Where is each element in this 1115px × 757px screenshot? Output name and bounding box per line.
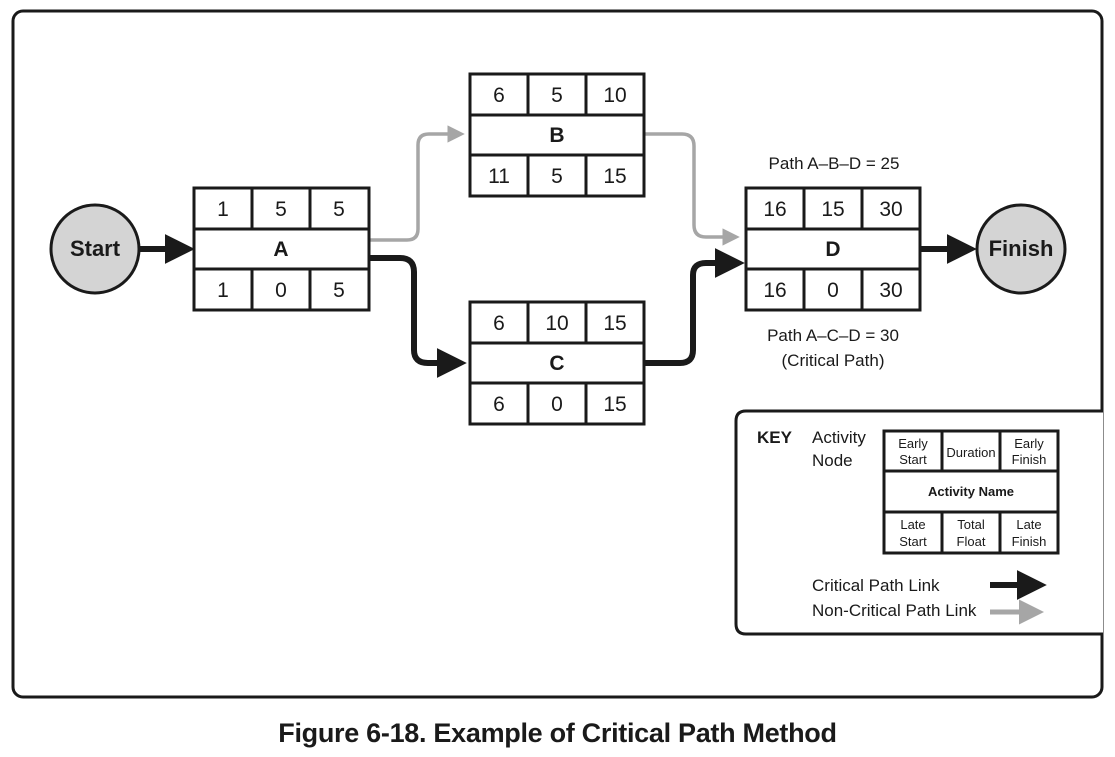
key-late-finish-line1: Late bbox=[1016, 517, 1041, 532]
finish-node: Finish bbox=[975, 203, 1067, 295]
node-c-duration: 10 bbox=[545, 312, 568, 335]
critical-path-note: (Critical Path) bbox=[782, 351, 885, 370]
node-a-early-finish: 5 bbox=[333, 198, 345, 221]
link-b-d bbox=[644, 132, 740, 246]
node-d-duration: 15 bbox=[821, 198, 844, 221]
key-total-float-line1: Total bbox=[957, 517, 985, 532]
key-late-start-line1: Late bbox=[900, 517, 925, 532]
node-d-early-finish: 30 bbox=[879, 198, 902, 221]
link-a-b bbox=[369, 125, 465, 242]
link-c-d bbox=[644, 248, 745, 366]
key-duration: Duration bbox=[946, 445, 995, 460]
key-early-start-line2: Start bbox=[899, 452, 927, 467]
node-a-duration: 5 bbox=[275, 198, 287, 221]
node-d-late-start: 16 bbox=[763, 279, 786, 302]
node-b-late-finish: 15 bbox=[603, 165, 626, 188]
node-a-total-float: 0 bbox=[275, 279, 287, 302]
key-non-critical-link-label: Non-Critical Path Link bbox=[812, 601, 977, 620]
node-b-late-start: 11 bbox=[488, 165, 510, 188]
node-d-total-float: 0 bbox=[827, 279, 839, 302]
key-activity-label: Activity bbox=[812, 428, 866, 447]
node-c-name: C bbox=[549, 352, 564, 375]
key-activity-name: Activity Name bbox=[928, 484, 1014, 499]
node-d-name: D bbox=[825, 238, 840, 261]
start-label: Start bbox=[70, 236, 121, 261]
node-d-early-start: 16 bbox=[763, 198, 786, 221]
key-critical-link-label: Critical Path Link bbox=[812, 576, 940, 595]
node-c-total-float: 0 bbox=[551, 393, 563, 416]
node-b-early-finish: 10 bbox=[603, 84, 626, 107]
key-early-finish-line2: Finish bbox=[1012, 452, 1047, 467]
key-late-finish-line2: Finish bbox=[1012, 534, 1047, 549]
node-b-total-float: 5 bbox=[551, 165, 563, 188]
node-d-late-finish: 30 bbox=[879, 279, 902, 302]
node-a-early-start: 1 bbox=[217, 198, 229, 221]
node-c-early-start: 6 bbox=[493, 312, 505, 335]
key-late-start-line2: Start bbox=[899, 534, 927, 549]
key-early-finish-line1: Early bbox=[1014, 436, 1044, 451]
node-a-late-finish: 5 bbox=[333, 279, 345, 302]
finish-label: Finish bbox=[989, 236, 1054, 261]
start-node: Start bbox=[49, 203, 141, 295]
node-c-late-start: 6 bbox=[493, 393, 505, 416]
figure-caption: Figure 6-18. Example of Critical Path Me… bbox=[278, 718, 837, 748]
node-c-late-finish: 15 bbox=[603, 393, 626, 416]
activity-node-a: 1 5 5 A 1 0 5 bbox=[192, 186, 371, 312]
key-title: KEY bbox=[757, 428, 793, 447]
activity-node-d: 16 15 30 D 16 0 30 bbox=[744, 186, 922, 312]
activity-node-c: 6 10 15 C 6 0 15 bbox=[468, 300, 646, 426]
key-total-float-line2: Float bbox=[957, 534, 986, 549]
path-abd-label: Path A–B–D = 25 bbox=[769, 154, 900, 173]
key-early-start-line1: Early bbox=[898, 436, 928, 451]
link-a-c bbox=[369, 255, 467, 378]
key-node-label: Node bbox=[812, 451, 853, 470]
node-a-late-start: 1 bbox=[217, 279, 229, 302]
node-c-early-finish: 15 bbox=[603, 312, 626, 335]
activity-node-b: 6 5 10 B 11 5 15 bbox=[468, 72, 646, 198]
node-b-early-start: 6 bbox=[493, 84, 505, 107]
node-b-name: B bbox=[549, 124, 564, 147]
key-activity-node: Early Start Duration Early Finish Activi… bbox=[882, 429, 1060, 555]
key-box: KEY Activity Node Early Start Duration E… bbox=[734, 409, 1103, 636]
node-b-duration: 5 bbox=[551, 84, 563, 107]
node-a-name: A bbox=[273, 238, 288, 261]
path-acd-label: Path A–C–D = 30 bbox=[767, 326, 899, 345]
